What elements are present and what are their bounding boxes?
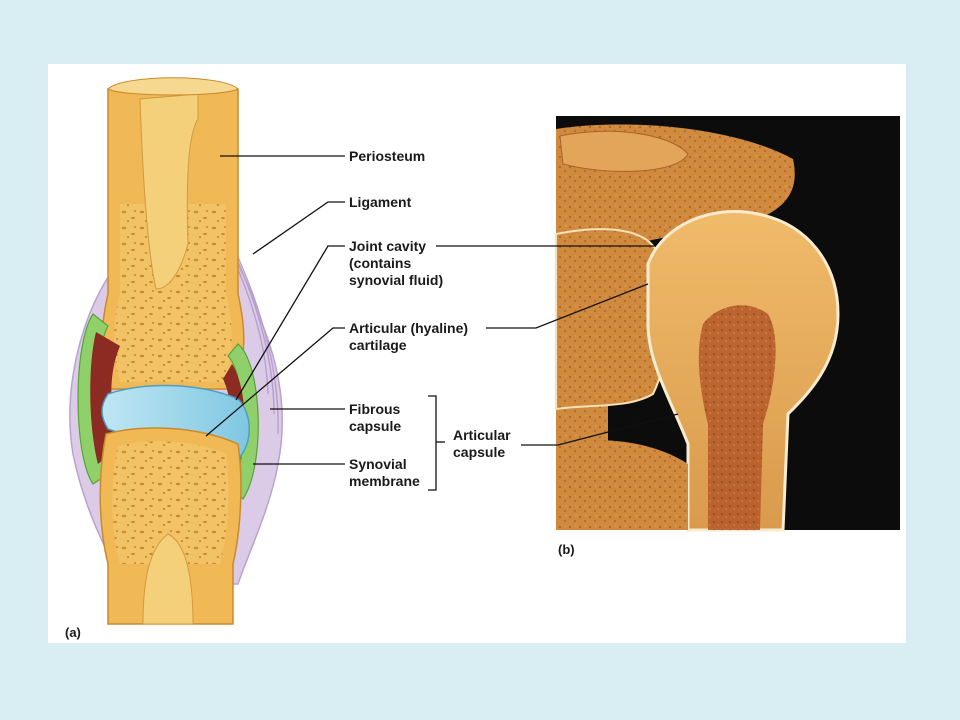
synovial-joint-illustration <box>69 77 283 625</box>
shoulder-joint-photo <box>555 116 900 532</box>
lower-medullary-cavity <box>142 533 194 625</box>
synovial-membrane-label: Synovial membrane <box>349 456 420 490</box>
articular-cartilage-line-b <box>486 283 649 329</box>
ligament-line <box>252 201 345 255</box>
panel-a-label: (a) <box>65 625 81 640</box>
synovial-membrane-line-1: Synovial <box>349 456 407 472</box>
articular-cartilage-line-2: cartilage <box>349 337 407 353</box>
joint-cavity-line-2: (contains <box>349 255 412 271</box>
slide-panel: Periosteum Ligament Joint cavity (contai… <box>48 64 906 643</box>
photo-acromion <box>559 130 689 172</box>
joint-cavity-label: Joint cavity (contains synovial fluid) <box>349 238 443 289</box>
upper-spongy-bone <box>114 204 232 382</box>
panel-b-label: (b) <box>558 542 575 557</box>
joint-cavity-line <box>235 245 345 401</box>
articular-capsule-line-2: capsule <box>453 444 506 460</box>
joint-cavity-line-1: Joint cavity <box>349 238 427 254</box>
articular-cartilage-line-1: Articular (hyaline) <box>349 320 469 336</box>
articular-capsule-label: Articular capsule <box>453 427 511 461</box>
photo-lower-tissue <box>556 440 688 530</box>
leader-lines <box>205 155 679 491</box>
periosteum-label: Periosteum <box>349 148 426 164</box>
fibrous-capsule-line-2: capsule <box>349 418 402 434</box>
joint-cavity-line-3: synovial fluid) <box>349 272 444 288</box>
articular-capsule-bracket <box>428 395 437 491</box>
joint-diagram <box>69 77 900 625</box>
ligament-label: Ligament <box>349 194 412 210</box>
photo-marrow <box>698 305 776 530</box>
upper-medullary-cavity <box>139 93 199 290</box>
upper-bone-cut-face <box>107 77 239 96</box>
articular-capsule-line <box>521 413 679 446</box>
articular-capsule-line-1: Articular <box>453 427 511 443</box>
fibrous-capsule-label: Fibrous capsule <box>349 401 401 435</box>
fibrous-capsule-line-1: Fibrous <box>349 401 401 417</box>
articular-cartilage-line <box>205 327 345 437</box>
articular-cartilage-label: Articular (hyaline) cartilage <box>349 320 468 354</box>
synovial-membrane-line-2: membrane <box>349 473 420 489</box>
lower-spongy-bone <box>112 441 229 564</box>
